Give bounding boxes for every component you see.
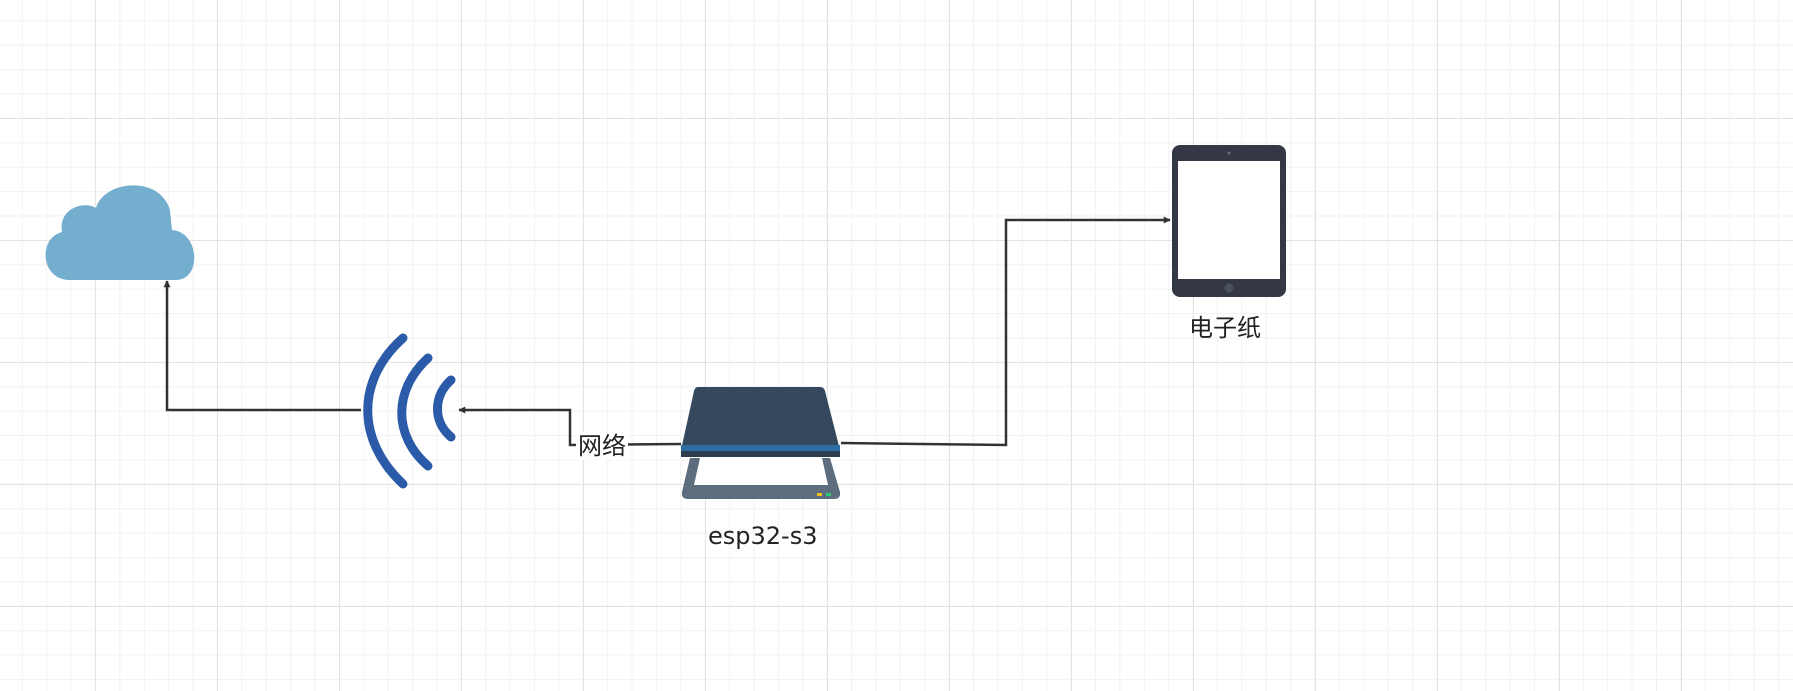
edge-label-network: 网络 xyxy=(576,432,628,460)
node-label-epaper: 电子纸 xyxy=(1189,314,1261,342)
scanner-device-icon[interactable] xyxy=(681,387,841,499)
connector-wifi-to-cloud[interactable] xyxy=(163,280,361,412)
node-label-esp32: esp32-s3 xyxy=(708,522,818,550)
connector-esp32-to-wifi[interactable] xyxy=(458,406,682,447)
wifi-signal-icon[interactable] xyxy=(363,333,456,489)
cloud-icon[interactable] xyxy=(45,185,195,280)
connector-esp32-to-epaper[interactable] xyxy=(840,216,1171,447)
tablet-icon[interactable] xyxy=(1172,145,1286,297)
